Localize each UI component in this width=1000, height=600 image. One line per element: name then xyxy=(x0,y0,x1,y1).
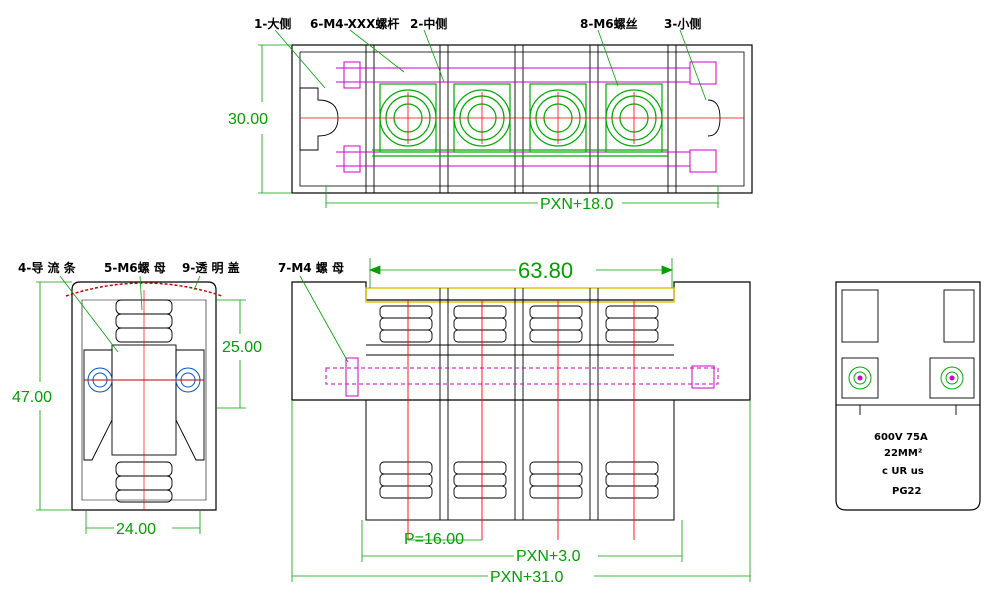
label-large-side: 1-大侧 xyxy=(254,16,291,31)
label-m4-nut: 7-M4 螺 母 xyxy=(278,260,344,275)
dim-top-height: 30.00 xyxy=(228,111,268,128)
label-m6-screw: 8-M6螺丝 xyxy=(580,16,638,31)
dim-front-pitch: P=16.00 xyxy=(404,531,464,548)
label-small-side: 3-小侧 xyxy=(664,16,701,31)
top-view: 1-大侧 6-M4-XXX螺杆 2-中侧 8-M6螺丝 3-小侧 30.00 P… xyxy=(228,16,753,213)
front-body-outline xyxy=(291,281,751,401)
top-terminals xyxy=(372,83,668,157)
end-rating: 600V 75A xyxy=(874,432,928,443)
end-cert-mark: c UR us xyxy=(882,466,924,477)
dim-front-top: 63.80 xyxy=(518,258,573,283)
dim-front-mid: PXN+3.0 xyxy=(516,548,581,565)
dim-front-total: PXN+31.0 xyxy=(490,569,563,586)
top-body-outline xyxy=(291,44,753,194)
label-m4-screw-rod: 6-M4-XXX螺杆 xyxy=(310,16,399,31)
side-body-outline xyxy=(71,281,217,511)
dim-side-height: 47.00 xyxy=(12,389,52,406)
label-guide-bar: 4-导 流 条 xyxy=(18,260,77,275)
dim-side-width: 24.00 xyxy=(116,521,156,538)
label-transparent-cover: 9-透 明 盖 xyxy=(182,260,240,275)
end-body-outline xyxy=(835,281,981,511)
end-view: 600V 75A 22MM² c UR us PG22 xyxy=(835,281,981,511)
transparent-cover xyxy=(65,282,223,297)
side-view: 4-导 流 条 5-M6螺 母 9-透 明 盖 47.00 25.00 24.0… xyxy=(12,260,262,538)
end-model: PG22 xyxy=(892,486,921,497)
label-middle-side: 2-中侧 xyxy=(410,16,447,31)
label-m6-nut: 5-M6螺 母 xyxy=(104,260,166,275)
dim-top-width: PXN+18.0 xyxy=(540,196,613,213)
front-cover xyxy=(365,287,675,303)
dim-side-inner: 25.00 xyxy=(222,339,262,356)
end-wire-size: 22MM² xyxy=(884,448,922,459)
front-view: 7-M4 螺 母 63.80 P=16.00 PXN+3.0 xyxy=(278,258,751,586)
